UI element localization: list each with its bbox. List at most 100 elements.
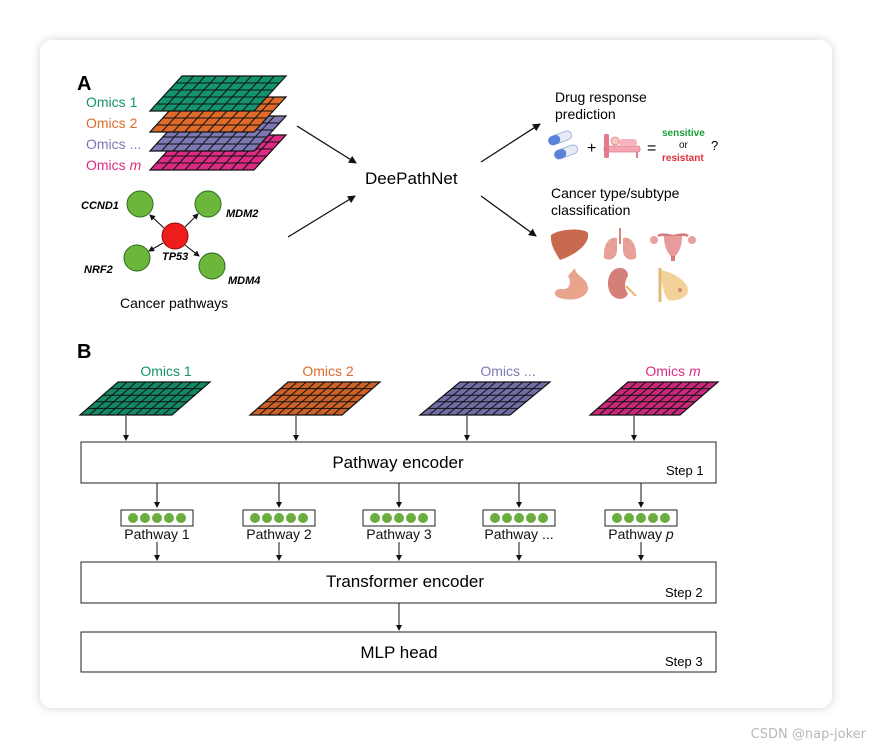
arrow-to-cancer-classification <box>480 195 537 237</box>
plus-sign: + <box>587 140 596 157</box>
resistant-label: resistant <box>662 153 704 164</box>
omics-layer-1 <box>148 75 288 112</box>
equals-sign: = <box>647 140 656 157</box>
transformer-encoder-box <box>80 561 717 604</box>
embedding-dot <box>298 513 308 523</box>
embedding-dot <box>526 513 536 523</box>
drug-response-title-line1: Drug response <box>555 89 647 105</box>
omics-layer-stack <box>148 75 288 171</box>
cancer-classification-title-line2: classification <box>551 202 630 218</box>
drug-response-title-line2: prediction <box>555 106 616 122</box>
embedding-dot <box>624 513 634 523</box>
deepathnet-label: DeePathNet <box>365 169 458 188</box>
omics-input-grids <box>78 381 720 416</box>
pathway-vector-3 <box>362 509 436 527</box>
omics-grid-3 <box>418 381 552 416</box>
pathway-to-transformer-arrows <box>154 542 644 561</box>
omics-legend: Omics 1 Omics 2 Omics ... Omics m <box>86 94 142 173</box>
omics-grid-4 <box>588 381 720 416</box>
embedding-dot <box>128 513 138 523</box>
embedding-dot <box>274 513 284 523</box>
sensitive-label: sensitive <box>662 128 705 139</box>
panel-a-label: A <box>77 73 91 95</box>
embedding-dot <box>418 513 428 523</box>
arrow-pathways-to-deepathnet <box>287 195 356 238</box>
embedding-dot <box>514 513 524 523</box>
embedding-dot <box>152 513 162 523</box>
pathway-label-1: Pathway 1 <box>124 526 190 542</box>
gene-label-mdm2: MDM2 <box>226 208 258 220</box>
cancer-classification-title-line1: Cancer type/subtype <box>551 185 680 201</box>
omics-label-4: Omics m <box>86 157 142 173</box>
or-label: or <box>679 140 689 151</box>
pathway-vector-2 <box>242 509 316 527</box>
embedding-dot <box>176 513 186 523</box>
pathway-label-4: Pathway ... <box>484 526 553 542</box>
embedding-dot <box>502 513 512 523</box>
gene-network: CCND1 MDM2 TP53 NRF2 MDM4 <box>81 190 260 287</box>
embedding-dot <box>140 513 150 523</box>
omics-input-label-3: Omics ... <box>480 363 535 379</box>
uterus-icon <box>650 233 696 261</box>
gene-node-mdm4 <box>198 252 226 280</box>
pathway-label-5: Pathway p <box>608 526 674 542</box>
embedding-dot <box>538 513 548 523</box>
embedding-dot <box>250 513 260 523</box>
gene-node-nrf2 <box>123 244 151 272</box>
question-mark: ? <box>711 138 718 153</box>
gene-node-mdm2 <box>194 190 222 218</box>
step2-label: Step 2 <box>665 585 703 600</box>
transformer-encoder-label: Transformer encoder <box>326 572 484 591</box>
lungs-icon <box>603 228 637 260</box>
embedding-dot <box>660 513 670 523</box>
pathway-vector-5 <box>604 509 678 527</box>
mlp-head-box <box>80 631 717 673</box>
pill-icon <box>548 130 578 160</box>
omics-label-1: Omics 1 <box>86 94 138 110</box>
patient-bed-icon <box>603 134 641 158</box>
gene-node-ccnd1 <box>126 190 154 218</box>
embedding-dot <box>636 513 646 523</box>
pathway-vector-1 <box>120 509 194 527</box>
embedding-dot <box>648 513 658 523</box>
embedding-dot <box>490 513 500 523</box>
breast-icon <box>658 268 688 302</box>
pathway-embeddings: Pathway 1 Pathway 2 Pathway 3 Pathway ... Pa… <box>120 509 678 542</box>
step3-label: Step 3 <box>665 654 703 669</box>
embedding-dot <box>612 513 622 523</box>
omics-grid-1 <box>78 381 212 416</box>
gene-label-tp53: TP53 <box>162 251 188 263</box>
pathway-encoder-label: Pathway encoder <box>332 453 464 472</box>
omics-to-encoder-arrows <box>123 416 637 441</box>
embedding-dot <box>370 513 380 523</box>
pathway-vector-4 <box>482 509 556 527</box>
arrow-omics-to-deepathnet <box>296 125 357 164</box>
omics-label-2: Omics 2 <box>86 115 138 131</box>
embedding-dot <box>286 513 296 523</box>
step1-label: Step 1 <box>666 463 704 478</box>
gene-label-mdm4: MDM4 <box>228 275 260 287</box>
omics-input-label-1: Omics 1 <box>140 363 192 379</box>
panel-b-label: B <box>77 341 91 363</box>
gene-node-tp53 <box>161 222 189 250</box>
omics-label-3: Omics ... <box>86 136 141 152</box>
liver-icon <box>550 229 589 260</box>
embedding-dot <box>164 513 174 523</box>
watermark: CSDN @nap-joker <box>750 727 866 742</box>
kidney-icon <box>608 268 637 299</box>
pathway-label-2: Pathway 2 <box>246 526 312 542</box>
omics-input-label-2: Omics 2 <box>302 363 354 379</box>
gene-label-ccnd1: CCND1 <box>81 200 119 212</box>
embedding-dot <box>394 513 404 523</box>
encoder-to-pathway-arrows <box>154 483 644 508</box>
omics-grid-2 <box>248 381 382 416</box>
embedding-dot <box>406 513 416 523</box>
mlp-head-label: MLP head <box>360 643 437 662</box>
pathway-label-3: Pathway 3 <box>366 526 432 542</box>
cancer-pathways-caption: Cancer pathways <box>120 295 228 311</box>
arrow-to-drug-response <box>480 123 541 163</box>
embedding-dot <box>382 513 392 523</box>
